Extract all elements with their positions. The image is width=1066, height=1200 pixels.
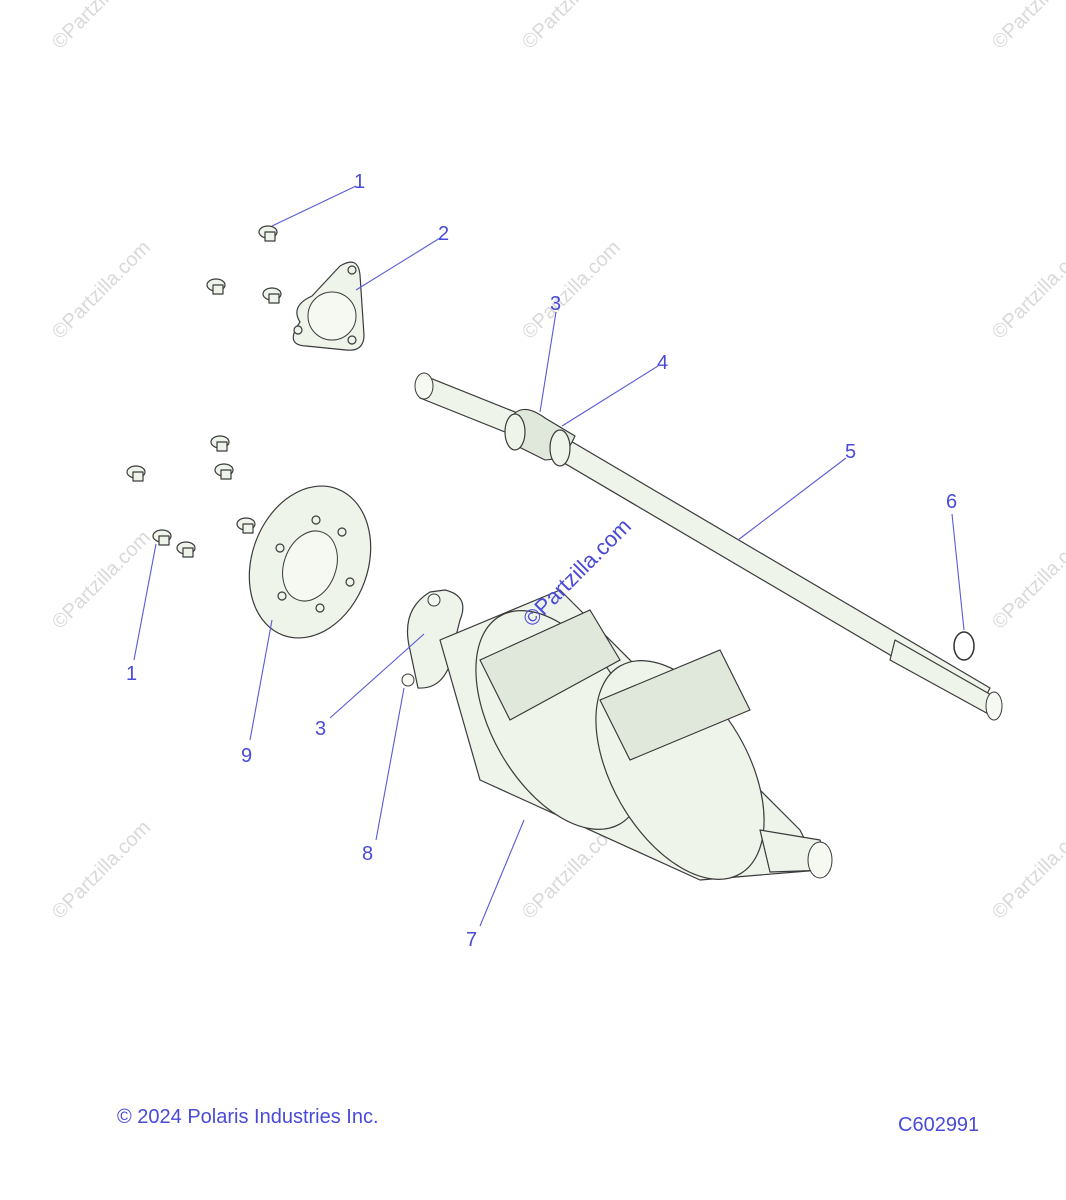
watermark: ©Partzilla.com bbox=[518, 0, 625, 54]
callout-8: 8 bbox=[362, 843, 373, 865]
watermark: ©Partzilla.com bbox=[988, 0, 1066, 54]
watermark: ©Partzilla.com bbox=[518, 237, 625, 344]
gear-assembly bbox=[401, 589, 833, 881]
screw-icon bbox=[210, 435, 230, 452]
callout-1-top: 1 bbox=[354, 171, 365, 193]
watermark: ©Partzilla.com bbox=[988, 817, 1066, 924]
drive-shaft bbox=[414, 372, 1003, 721]
screw-group-left bbox=[126, 435, 256, 558]
screw-icon bbox=[258, 225, 278, 242]
callout-9: 9 bbox=[241, 745, 252, 767]
screw-icon bbox=[262, 287, 282, 304]
screw-group-top bbox=[206, 225, 282, 304]
screw-icon bbox=[152, 529, 172, 546]
watermark: ©Partzilla.com bbox=[48, 527, 155, 634]
screw-icon bbox=[126, 465, 146, 482]
callout-7: 7 bbox=[466, 929, 477, 951]
watermark: ©Partzilla.com bbox=[988, 237, 1066, 344]
leader-lines bbox=[133, 185, 965, 927]
triangular-gasket bbox=[292, 261, 365, 351]
screw-icon bbox=[206, 278, 226, 295]
callout-6: 6 bbox=[946, 491, 957, 513]
round-gasket bbox=[248, 485, 372, 639]
screw-icon bbox=[236, 517, 256, 534]
watermark: ©Partzilla.com bbox=[988, 527, 1066, 634]
o-ring bbox=[953, 631, 975, 661]
figure-id: C602991 bbox=[898, 1114, 980, 1136]
callout-1-left: 1 bbox=[126, 663, 137, 685]
callout-5: 5 bbox=[845, 441, 856, 463]
watermark: ©Partzilla.com bbox=[48, 237, 155, 344]
screw-icon bbox=[214, 463, 234, 480]
watermark: ©Partzilla.com bbox=[48, 0, 155, 54]
callout-3-top: 3 bbox=[550, 293, 561, 315]
watermark: ©Partzilla.com bbox=[48, 817, 155, 924]
callout-2: 2 bbox=[438, 223, 449, 245]
copyright-notice: © 2024 Polaris Industries Inc. bbox=[117, 1106, 379, 1128]
callout-4: 4 bbox=[657, 352, 668, 374]
callout-3-lower: 3 bbox=[315, 718, 326, 740]
screw-icon bbox=[176, 541, 196, 558]
callout-labels: 1 2 3 4 5 6 1 9 3 8 7 bbox=[126, 171, 957, 951]
